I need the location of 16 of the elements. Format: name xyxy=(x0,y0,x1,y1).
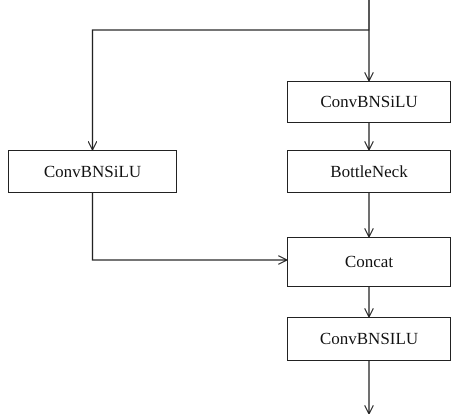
process-box xyxy=(287,237,451,287)
arrow xyxy=(364,287,374,318)
process-box xyxy=(8,150,177,193)
arrow xyxy=(364,193,374,238)
box-label: BottleNeck xyxy=(330,162,408,182)
arrow xyxy=(364,123,374,151)
process-box xyxy=(287,317,451,361)
box-label: Concat xyxy=(344,252,394,272)
process-box xyxy=(287,81,451,123)
box-label: ConvBNSiLU xyxy=(320,92,418,112)
process-box xyxy=(287,150,451,193)
arrow xyxy=(87,0,370,151)
arrow xyxy=(364,361,374,415)
box-label: ConvBNSiLU xyxy=(44,162,142,182)
box-label: ConvBNSILU xyxy=(320,329,418,349)
arrow xyxy=(92,193,288,266)
